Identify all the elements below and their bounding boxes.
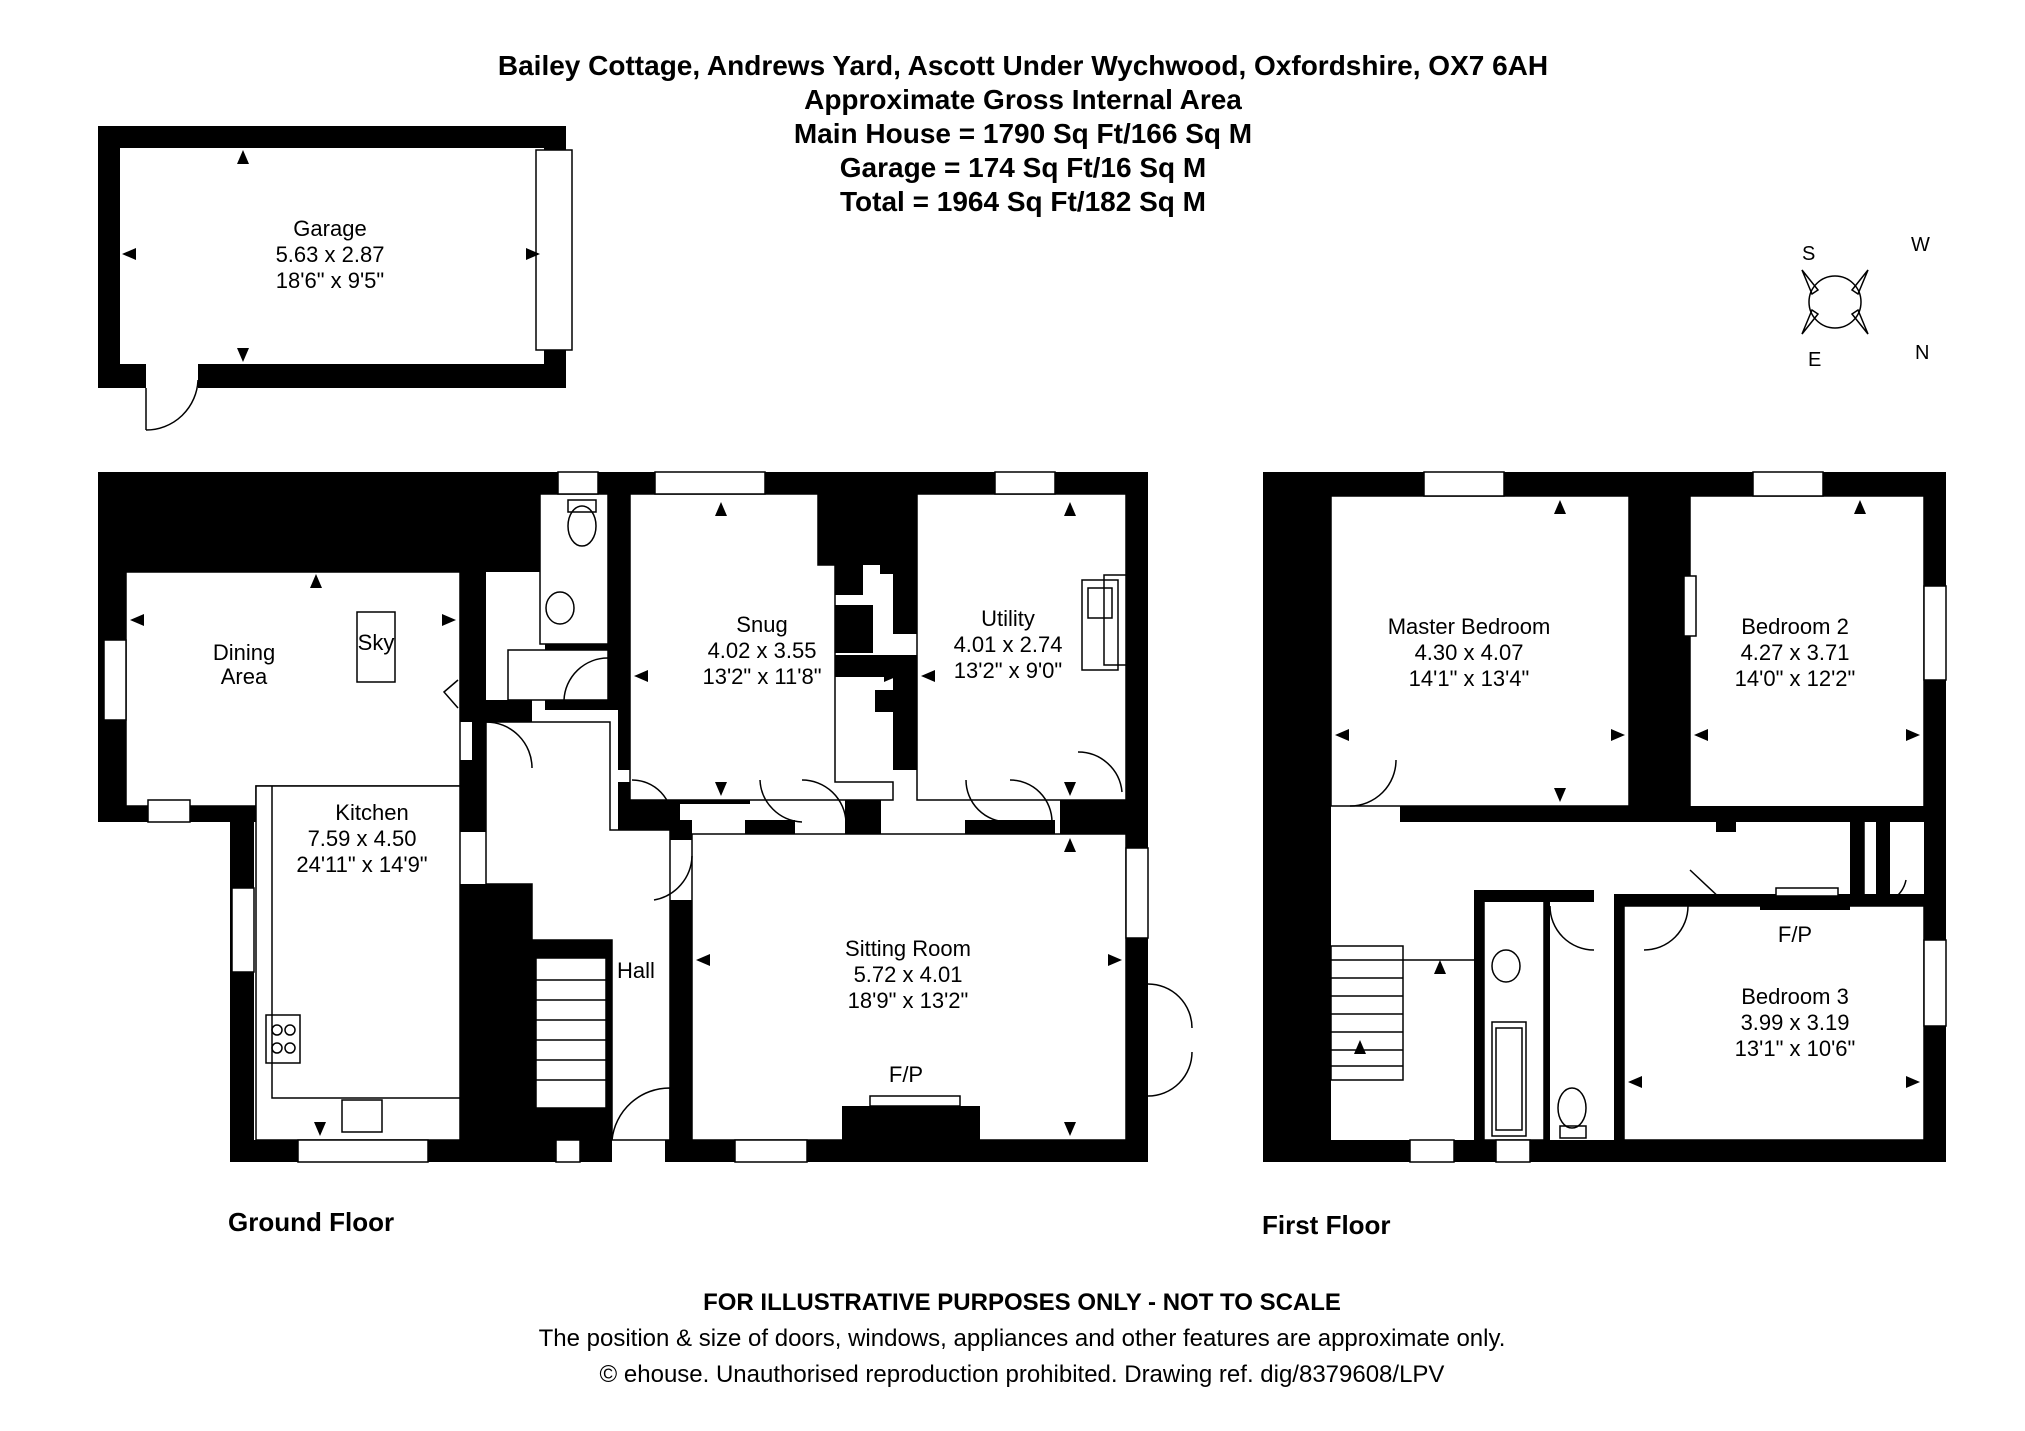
bedroom-2-name: Bedroom 2	[1741, 614, 1849, 639]
kitchen-name: Kitchen	[335, 800, 408, 825]
master-bedroom-metric: 4.30 x 4.07	[1415, 640, 1524, 665]
hall-label: Hall	[617, 958, 655, 983]
bathroom-toilet-icon	[1557, 1087, 1587, 1129]
disclaimer-note: The position & size of doors, windows, a…	[539, 1325, 1506, 1352]
first-fp-label: F/P	[1778, 922, 1812, 947]
compass-s-label: S	[1802, 243, 1815, 265]
garage-plan	[98, 126, 573, 431]
snug-imperial: 13'2" x 11'8"	[702, 664, 821, 689]
bedroom-3-metric: 3.99 x 3.19	[1741, 1010, 1850, 1035]
utility-name: Utility	[981, 606, 1035, 631]
bedroom-2-imperial: 14'0" x 12'2"	[1735, 666, 1856, 691]
basin-icon	[545, 591, 575, 625]
bathroom-basin-icon	[1491, 949, 1521, 983]
garage-area: Garage = 174 Sq Ft/16 Sq M	[840, 152, 1206, 183]
master-bedroom-imperial: 14'1" x 13'4"	[1409, 666, 1530, 691]
snug-name: Snug	[736, 612, 787, 637]
compass-w-label: W	[1911, 234, 1930, 256]
ground-floor-label: Ground Floor	[228, 1207, 394, 1237]
compass-e-label: E	[1808, 349, 1821, 371]
ground-floor-rooms	[125, 493, 1127, 1141]
total-area: Total = 1964 Sq Ft/182 Sq M	[840, 186, 1206, 217]
garage-name: Garage	[293, 216, 366, 241]
sitting-room-imperial: 18'9" x 13'2"	[848, 988, 969, 1013]
first-floor-stairs-icon	[1331, 959, 1474, 1067]
bedroom-2-metric: 4.27 x 3.71	[1741, 640, 1850, 665]
hob-icon	[265, 1014, 301, 1064]
kitchen-sink-icon	[341, 1099, 383, 1133]
dining-label-line2: Area	[221, 664, 268, 689]
bedroom-3-name: Bedroom 3	[1741, 984, 1849, 1009]
header: Bailey Cottage, Andrews Yard, Ascott Und…	[498, 50, 1548, 217]
fireplace-icon	[842, 1106, 980, 1140]
ground-floor-plan	[98, 472, 1148, 1162]
area-title: Approximate Gross Internal Area	[804, 84, 1242, 115]
compass-icon: S W E N	[1801, 234, 1930, 371]
utility-sink-icon	[1081, 579, 1119, 671]
skylight-icon	[356, 611, 396, 683]
bedroom-3-imperial: 13'1" x 10'6"	[1735, 1036, 1856, 1061]
utility-metric: 4.01 x 2.74	[954, 632, 1063, 657]
utility-imperial: 13'2" x 9'0"	[954, 658, 1062, 683]
garage-metric: 5.63 x 2.87	[276, 242, 385, 267]
sitting-room-name: Sitting Room	[845, 936, 971, 961]
garage-imperial: 18'6" x 9'5"	[276, 268, 384, 293]
ground-fp-label: F/P	[889, 1062, 923, 1087]
disclaimer-title: FOR ILLUSTRATIVE PURPOSES ONLY - NOT TO …	[703, 1289, 1341, 1316]
master-bedroom-name: Master Bedroom	[1388, 614, 1551, 639]
first-floor-plan	[1263, 471, 1947, 1163]
dining-label-line1: Dining	[213, 640, 275, 665]
sitting-room-metric: 5.72 x 4.01	[854, 962, 963, 987]
first-floor-label: First Floor	[1262, 1210, 1391, 1240]
snug-metric: 4.02 x 3.55	[708, 638, 817, 663]
kitchen-imperial: 24'11" x 14'9"	[296, 852, 427, 877]
bath-icon	[1491, 1021, 1527, 1137]
compass-n-label: N	[1915, 342, 1929, 364]
footer: FOR ILLUSTRATIVE PURPOSES ONLY - NOT TO …	[539, 1289, 1506, 1388]
copyright-note: © ehouse. Unauthorised reproduction proh…	[600, 1361, 1445, 1388]
kitchen-metric: 7.59 x 4.50	[308, 826, 417, 851]
toilet-icon	[567, 505, 597, 547]
sky-label: Sky	[358, 630, 395, 655]
ground-floor-features	[103, 471, 1193, 1163]
main-house-area: Main House = 1790 Sq Ft/166 Sq M	[794, 118, 1252, 149]
address-title: Bailey Cottage, Andrews Yard, Ascott Und…	[498, 50, 1548, 81]
stairs-icon	[536, 979, 606, 1081]
